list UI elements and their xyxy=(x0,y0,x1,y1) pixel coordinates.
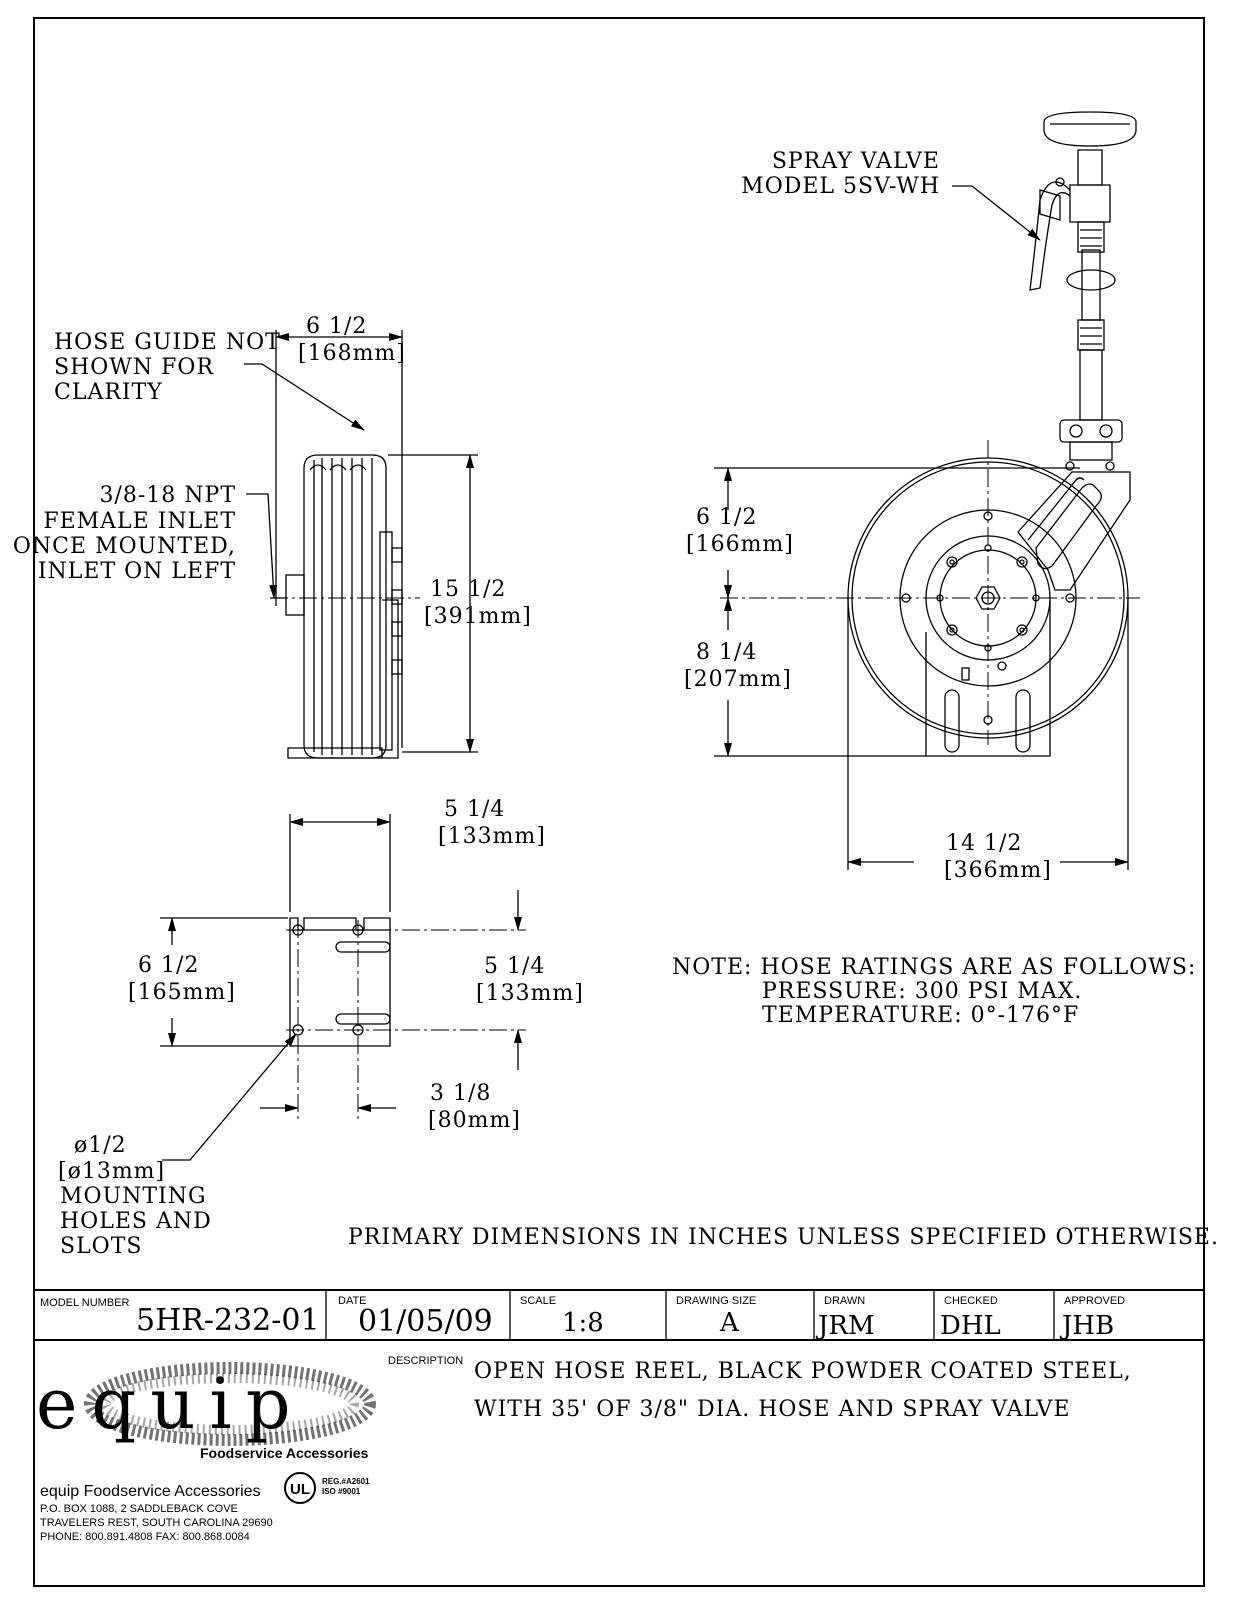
drawing-size-value: A xyxy=(719,1308,740,1338)
date-label: DATE xyxy=(338,1295,367,1307)
mounting-callout-5: SLOTS xyxy=(60,1234,142,1259)
bracket-slot-dim: 5 1/4 xyxy=(484,954,545,979)
front-lower-dim: 8 1/4 xyxy=(696,640,757,665)
mounting-callout-4: HOLES AND xyxy=(60,1209,212,1234)
side-height-dim: 15 1/2 xyxy=(430,577,506,602)
mounting-callout-2: [ø13mm] xyxy=(58,1159,165,1184)
address-line-1: P.O. BOX 1088, 2 SADDLEBACK COVE xyxy=(40,1503,238,1515)
approved-value: JHB xyxy=(1059,1311,1114,1341)
checked-value: DHL xyxy=(940,1311,1001,1341)
description-label: DESCRIPTION xyxy=(388,1355,463,1367)
iso-number: ISO #9001 xyxy=(322,1487,361,1496)
bracket-view xyxy=(160,814,526,1161)
spray-valve-callout-1: SPRAY VALVE xyxy=(772,149,940,174)
primary-dimensions-note: PRIMARY DIMENSIONS IN INCHES UNLESS SPEC… xyxy=(348,1225,1219,1250)
bracket-height-dim: 6 1/2 xyxy=(138,953,199,978)
inlet-callout-3: ONCE MOUNTED, xyxy=(13,534,236,559)
scale-value: 1:8 xyxy=(562,1308,604,1338)
scale-label: SCALE xyxy=(520,1295,556,1307)
bracket-width-dim-mm: [133mm] xyxy=(438,824,546,849)
side-height-dim-mm: [391mm] xyxy=(424,604,532,629)
logo-tagline: Foodservice Accessories xyxy=(200,1445,369,1461)
bracket-hole-dim-mm: [80mm] xyxy=(428,1108,521,1133)
inlet-callout-4: INLET ON LEFT xyxy=(38,559,236,584)
drawn-label: DRAWN xyxy=(824,1295,865,1307)
front-view xyxy=(714,111,1140,870)
sheet-border xyxy=(33,17,1205,1587)
model-number-value: 5HR-232-01 xyxy=(136,1303,320,1338)
company-logo: equip xyxy=(36,1362,376,1446)
front-width-dim: 14 1/2 xyxy=(946,831,1022,856)
ul-mark: UL xyxy=(290,1481,310,1498)
approved-label: APPROVED xyxy=(1064,1295,1125,1307)
hose-guide-callout-3: CLARITY xyxy=(54,380,163,405)
mounting-callout-3: MOUNTING xyxy=(60,1184,207,1209)
side-view xyxy=(244,330,478,759)
front-lower-dim-mm: [207mm] xyxy=(684,667,792,692)
reg-number: REG.#A2601 xyxy=(322,1477,370,1486)
address-line-2: TRAVELERS REST, SOUTH CAROLINA 29690 xyxy=(40,1517,273,1529)
bracket-height-dim-mm: [165mm] xyxy=(128,980,236,1005)
spray-valve-callout-2: MODEL 5SV-WH xyxy=(741,174,940,199)
hose-guide-callout-1: HOSE GUIDE NOT xyxy=(54,330,281,355)
hose-rating-note-3: TEMPERATURE: 0°-176°F xyxy=(762,1003,1079,1028)
drawn-value: JRM xyxy=(815,1311,875,1341)
front-upper-dim: 6 1/2 xyxy=(696,505,757,530)
bracket-hole-dim: 3 1/8 xyxy=(430,1081,491,1106)
title-block xyxy=(34,1289,1204,1341)
mounting-callout-1: ø1/2 xyxy=(74,1133,127,1158)
inlet-callout-1: 3/8-18 NPT xyxy=(99,483,236,508)
checked-label: CHECKED xyxy=(944,1295,998,1307)
front-width-dim-mm: [366mm] xyxy=(944,858,1052,883)
hose-rating-note-1: NOTE: HOSE RATINGS ARE AS FOLLOWS: xyxy=(672,955,1196,980)
logo-wordmark: equip xyxy=(36,1363,305,1445)
date-value: 01/05/09 xyxy=(358,1304,493,1339)
phone-fax: PHONE: 800.891.4808 FAX: 800.868.0084 xyxy=(40,1531,250,1543)
inlet-callout-2: FEMALE INLET xyxy=(43,509,236,534)
description-line-2: WITH 35' OF 3/8" DIA. HOSE AND SPRAY VAL… xyxy=(474,1397,1071,1422)
side-width-dim-mm: [168mm] xyxy=(298,341,406,366)
drawing-size-label: DRAWING SIZE xyxy=(676,1295,756,1307)
description-line-1: OPEN HOSE REEL, BLACK POWDER COATED STEE… xyxy=(474,1359,1132,1384)
company-name: equip Foodservice Accessories xyxy=(40,1483,261,1500)
bracket-width-dim: 5 1/4 xyxy=(444,797,505,822)
hose-rating-note-2: PRESSURE: 300 PSI MAX. xyxy=(762,979,1082,1004)
hose-guide-callout-2: SHOWN FOR xyxy=(54,355,214,380)
side-width-dim: 6 1/2 xyxy=(306,314,367,339)
model-number-label: MODEL NUMBER xyxy=(40,1297,129,1309)
front-upper-dim-mm: [166mm] xyxy=(686,532,794,557)
bracket-slot-dim-mm: [133mm] xyxy=(476,981,584,1006)
ul-certification-icon: UL xyxy=(284,1472,316,1504)
